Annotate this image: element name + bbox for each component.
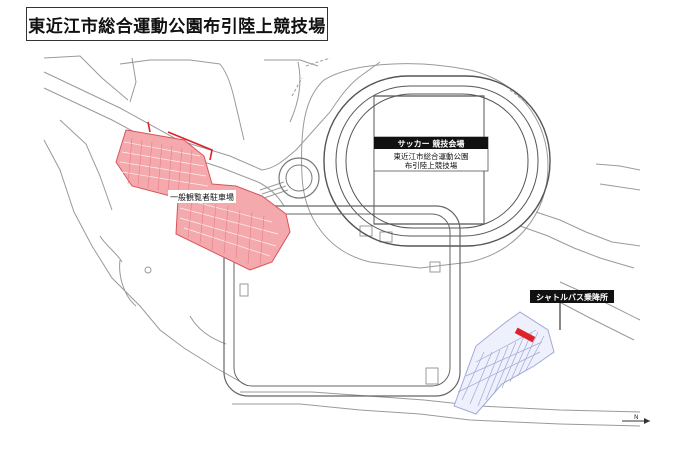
venue-name-line1: 東近江市総合運動公園 [394,151,469,161]
shuttle-label-text: シャトルバス乗降所 [536,292,608,302]
north-arrow-icon: N [622,414,650,424]
road-network [43,55,641,427]
page-title: 東近江市総合運動公園布引陸上競技場 [26,7,328,41]
shuttle-label: シャトルバス乗降所 [530,290,614,303]
bus-parking-lot [453,311,555,415]
shuttle-stop-marker [514,327,536,343]
parking-label-text: 一般観覧者駐車場 [170,192,234,202]
entry-route [147,121,213,161]
sports-field [223,205,461,397]
roundabout [278,157,320,199]
venue-label: サッカー 競技会場 東近江市総合運動公園 布引陸上競技場 [373,136,489,172]
parking-label: 一般観覧者駐車場 [168,190,236,203]
north-label: N [634,414,639,421]
venue-heading: サッカー 競技会場 [398,139,465,149]
venue-name-line2: 布引陸上競技場 [405,160,458,170]
